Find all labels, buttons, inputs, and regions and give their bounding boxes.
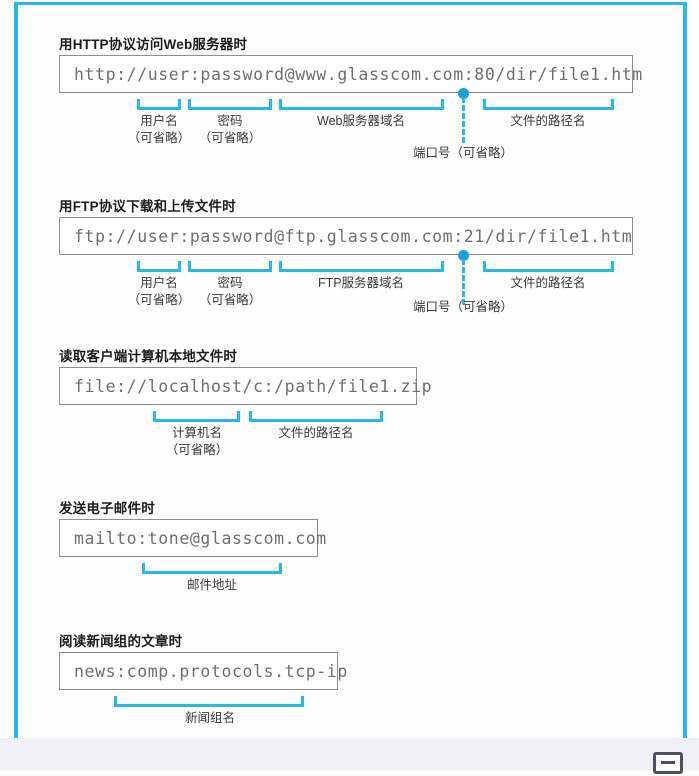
- section-news-caption-group: 新闻组名: [185, 710, 235, 727]
- section-http-bracket-password: [188, 99, 272, 110]
- section-http-bracket-username: [137, 99, 181, 110]
- section-ftp-bracket-password: [188, 261, 272, 272]
- section-ftp-caption-password: 密码 （可省略）: [199, 275, 262, 309]
- section-http-caption-domain: Web服务器域名: [317, 113, 405, 130]
- section-http-caption-domain-name: Web服务器域名: [317, 114, 405, 128]
- diagram-content: 用HTTP协议访问Web服务器时 http://user:password@ww…: [18, 5, 691, 741]
- section-mailto-url-text: mailto:tone@glasscom.com: [74, 528, 327, 548]
- document-page-frame: 用HTTP协议访问Web服务器时 http://user:password@ww…: [14, 2, 687, 738]
- section-ftp-port-dot: [458, 250, 469, 261]
- section-http-bracket-domain: [279, 99, 444, 110]
- section-http-caption-port: 端口号（可省略）: [413, 145, 513, 162]
- section-ftp-caption-username: 用户名 （可省略）: [128, 275, 191, 309]
- section-ftp-bracket-username: [137, 261, 181, 272]
- section-file-caption-path-name: 文件的路径名: [278, 426, 354, 440]
- section-ftp-port-dashed-line: [462, 259, 468, 305]
- section-http-caption-username-sub: （可省略）: [127, 131, 191, 145]
- section-ftp-caption-password-name: 密码: [217, 276, 243, 290]
- section-mailto-caption-address: 邮件地址: [187, 577, 237, 594]
- section-http-caption-path: 文件的路径名: [510, 113, 585, 130]
- section-http-caption-port-name: 端口号（可省略）: [412, 146, 514, 160]
- section-news-title: 阅读新闻组的文章时: [59, 634, 183, 649]
- section-ftp-caption-path: 文件的路径名: [510, 275, 585, 292]
- section-http-caption-path-name: 文件的路径名: [510, 114, 586, 128]
- section-ftp-caption-port: 端口号（可省略）: [413, 299, 513, 316]
- section-ftp-caption-port-name: 端口号（可省略）: [412, 300, 514, 314]
- section-news-caption-group-name: 新闻组名: [184, 711, 236, 725]
- section-ftp-caption-username-name: 用户名: [140, 276, 178, 290]
- section-mailto-url-box: mailto:tone@glasscom.com: [59, 519, 326, 557]
- section-http-title: 用HTTP协议访问Web服务器时: [59, 37, 248, 52]
- section-file-caption-path: 文件的路径名: [278, 425, 353, 442]
- section-ftp-title: 用FTP协议下载和上传文件时: [59, 199, 236, 214]
- section-file-url-box: file://localhost/c:/path/file1.zip: [59, 367, 432, 405]
- section-http-port-dot: [458, 88, 469, 99]
- section-ftp-bracket-domain: [279, 261, 444, 272]
- section-mailto-bracket-address: [142, 563, 282, 574]
- section-file-url-text: file://localhost/c:/path/file1.zip: [74, 376, 433, 396]
- section-news-url-box: news:comp.protocols.tcp-ip: [59, 652, 347, 690]
- section-http-caption-username-name: 用户名: [140, 114, 178, 128]
- below-page-band: [0, 738, 699, 770]
- broken-image-icon-bar: [661, 761, 675, 764]
- section-file-title: 读取客户端计算机本地文件时: [59, 349, 238, 364]
- section-ftp-caption-password-sub: （可省略）: [198, 293, 262, 307]
- section-http-url-box: http://user:password@www.glasscom.com:80…: [59, 55, 642, 93]
- section-http-caption-username: 用户名 （可省略）: [128, 113, 191, 147]
- section-mailto-title: 发送电子邮件时: [59, 501, 155, 516]
- section-ftp-bracket-path: [483, 261, 614, 272]
- section-http-caption-password-sub: （可省略）: [198, 131, 262, 145]
- broken-image-icon: [653, 752, 683, 776]
- section-http-port-dashed-line: [462, 97, 468, 143]
- section-news-bracket-group: [114, 696, 304, 707]
- section-http-url-text: http://user:password@www.glasscom.com:80…: [74, 64, 643, 84]
- section-ftp-caption-path-name: 文件的路径名: [510, 276, 586, 290]
- section-file-bracket-path: [249, 411, 383, 422]
- section-ftp-url-text: ftp://user:password@ftp.glasscom.com:21/…: [74, 226, 633, 246]
- section-mailto-caption-address-name: 邮件地址: [186, 578, 238, 592]
- section-file-caption-hostname-sub: （可省略）: [165, 443, 229, 457]
- section-ftp-caption-username-sub: （可省略）: [127, 293, 191, 307]
- section-ftp-caption-domain-name: FTP服务器域名: [317, 276, 405, 290]
- section-news-url-text: news:comp.protocols.tcp-ip: [74, 661, 348, 681]
- section-http-bracket-path: [483, 99, 614, 110]
- section-file-bracket-hostname: [153, 411, 240, 422]
- section-file-caption-hostname-name: 计算机名: [171, 426, 223, 440]
- section-file-caption-hostname: 计算机名 （可省略）: [166, 425, 229, 459]
- section-http-caption-password-name: 密码: [217, 114, 243, 128]
- section-ftp-url-box: ftp://user:password@ftp.glasscom.com:21/…: [59, 217, 633, 255]
- section-http-caption-password: 密码 （可省略）: [199, 113, 262, 147]
- section-ftp-caption-domain: FTP服务器域名: [318, 275, 404, 292]
